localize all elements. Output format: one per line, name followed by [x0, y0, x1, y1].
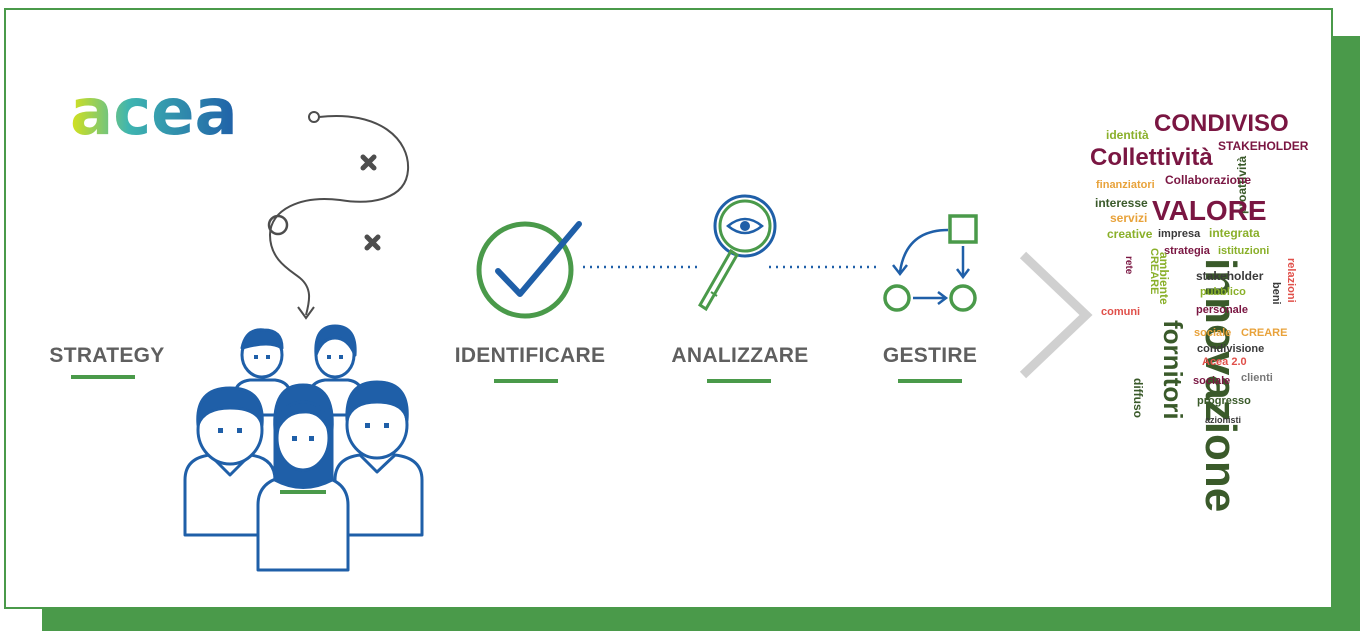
word: azionisti: [1205, 415, 1242, 425]
word: strategia: [1164, 245, 1210, 257]
dotted-connectors: [583, 265, 879, 269]
word: identità: [1106, 128, 1149, 142]
word: integrata: [1209, 226, 1260, 240]
word: pubblico: [1200, 286, 1246, 298]
word: finanziatori: [1096, 179, 1155, 191]
strategy-underline: [71, 375, 135, 379]
word: Acea 2.0: [1202, 356, 1247, 368]
word: Collettività: [1090, 144, 1213, 171]
acea-logo: acea: [70, 76, 238, 150]
word: sociale: [1194, 327, 1232, 339]
word: ambiente: [1157, 252, 1171, 305]
gestire-underline: [898, 379, 962, 383]
word: condivisione: [1197, 343, 1265, 355]
word: diffuso: [1131, 378, 1145, 418]
word: comuni: [1101, 306, 1141, 318]
word: personale: [1196, 304, 1248, 316]
strategy-path-icon: [267, 111, 410, 320]
word: impresa: [1158, 228, 1201, 240]
word: interesse: [1095, 196, 1148, 210]
word: STAKEHOLDER: [1218, 139, 1309, 153]
step-label-identificare: IDENTIFICARE: [454, 344, 606, 367]
word: beni: [1270, 282, 1282, 305]
logo-text: acea: [70, 76, 238, 150]
word: creative: [1107, 227, 1153, 241]
word: progresso: [1197, 395, 1251, 407]
word: CONDIVISO: [1154, 110, 1289, 137]
checkmark-circle-icon: [476, 221, 582, 319]
chevron-right-icon: [1019, 251, 1093, 379]
word: sociale: [1193, 375, 1231, 387]
word: istituzioni: [1218, 245, 1270, 257]
team-people-icon: [183, 324, 424, 572]
word: servizi: [1110, 211, 1148, 225]
x-mark-icon: [360, 154, 377, 171]
step-label-analizzare: ANALIZZARE: [671, 344, 809, 367]
word: rete: [1123, 256, 1134, 275]
word: Collaborazione: [1165, 173, 1252, 187]
identificare-underline: [494, 379, 558, 383]
word: stakeholder: [1196, 269, 1264, 283]
magnifier-eye-icon: [698, 194, 777, 312]
word: clienti: [1241, 372, 1273, 384]
word: relazioni: [1285, 258, 1297, 303]
word: CREARE: [1241, 327, 1288, 339]
x-mark-icon-2: [364, 234, 381, 251]
word: VALORE: [1152, 195, 1267, 226]
analizzare-underline: [707, 379, 771, 383]
word: fornitori: [1158, 320, 1188, 420]
workflow-icon: [883, 214, 978, 312]
step-label-gestire: GESTIRE: [882, 344, 978, 367]
step-label-strategy: STRATEGY: [49, 344, 165, 367]
